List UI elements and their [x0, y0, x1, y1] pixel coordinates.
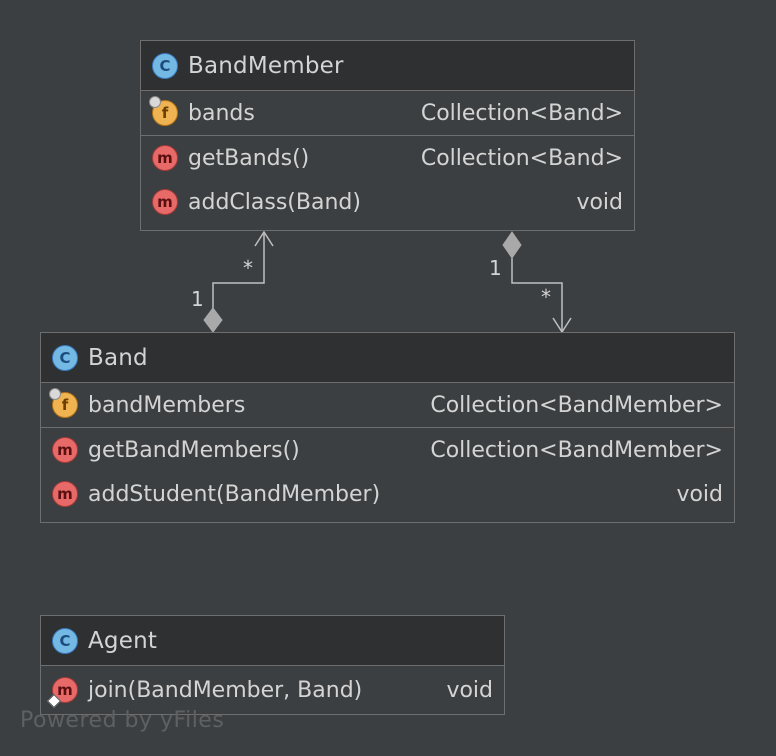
class-header: C Band: [41, 333, 734, 383]
method-name: getBandMembers(): [88, 437, 300, 463]
method-return-type: Collection<BandMember>: [430, 437, 723, 463]
class-name: BandMember: [188, 52, 344, 79]
method-icon: m: [152, 145, 178, 171]
arrowhead: [254, 230, 274, 247]
field-type: Collection<Band>: [420, 100, 623, 126]
method-return-type: void: [576, 189, 623, 215]
methods-section: m join(BandMember, Band) void: [41, 666, 504, 714]
method-icon: m: [52, 437, 78, 463]
pin-icon: [49, 388, 61, 400]
method-row[interactable]: m getBands() Collection<Band>: [141, 136, 634, 180]
field-row[interactable]: f bands Collection<Band>: [141, 91, 634, 135]
method-icon: m: [46, 677, 78, 709]
fields-section: f bandMembers Collection<BandMember>: [41, 383, 734, 428]
class-box-band[interactable]: C Band f bandMembers Collection<BandMemb…: [40, 332, 735, 523]
class-icon: C: [52, 344, 78, 371]
class-name: Band: [88, 344, 148, 371]
class-header: C Agent: [41, 616, 504, 666]
aggregation-diamond: [203, 307, 223, 333]
field-name: bandMembers: [88, 392, 246, 418]
multiplicity-label: 1: [191, 287, 204, 311]
class-icon: C: [152, 52, 178, 79]
method-return-type: Collection<Band>: [420, 145, 623, 171]
class-name: Agent: [88, 627, 158, 654]
method-row[interactable]: m addStudent(BandMember) void: [41, 472, 734, 516]
field-icon: f: [49, 388, 78, 418]
field-name: bands: [188, 100, 255, 126]
method-return-type: void: [676, 481, 723, 507]
multiplicity-label: 1: [489, 256, 502, 280]
aggregation-diamond: [502, 231, 522, 259]
field-type: Collection<BandMember>: [430, 392, 723, 418]
watermark: Powered by yFiles: [20, 708, 225, 733]
association-bandmember-to-band[interactable]: [502, 231, 572, 334]
method-row[interactable]: m addClass(Band) void: [141, 180, 634, 224]
field-icon: f: [149, 96, 178, 126]
method-name: getBands(): [188, 145, 310, 171]
field-row[interactable]: f bandMembers Collection<BandMember>: [41, 383, 734, 427]
multiplicity-label: *: [541, 285, 551, 309]
method-return-type: void: [446, 677, 493, 703]
method-icon: m: [52, 481, 78, 507]
method-name: join(BandMember, Band): [88, 677, 363, 703]
class-header: C BandMember: [141, 41, 634, 91]
method-row[interactable]: m getBandMembers() Collection<BandMember…: [41, 428, 734, 472]
multiplicity-label: *: [243, 256, 253, 280]
method-name: addClass(Band): [188, 189, 361, 215]
class-box-agent[interactable]: C Agent m join(BandMember, Band) void: [40, 615, 505, 715]
method-name: addStudent(BandMember): [88, 481, 381, 507]
methods-section: m getBandMembers() Collection<BandMember…: [41, 428, 734, 516]
class-icon: C: [52, 627, 78, 654]
method-row[interactable]: m join(BandMember, Band) void: [41, 666, 504, 714]
class-box-bandmember[interactable]: C BandMember f bands Collection<Band> m …: [140, 40, 635, 231]
methods-section: m getBands() Collection<Band> m addClass…: [141, 136, 634, 224]
association-band-to-bandmember[interactable]: [203, 230, 274, 333]
fields-section: f bands Collection<Band>: [141, 91, 634, 136]
method-icon: m: [152, 189, 178, 215]
pin-icon: [149, 96, 161, 108]
